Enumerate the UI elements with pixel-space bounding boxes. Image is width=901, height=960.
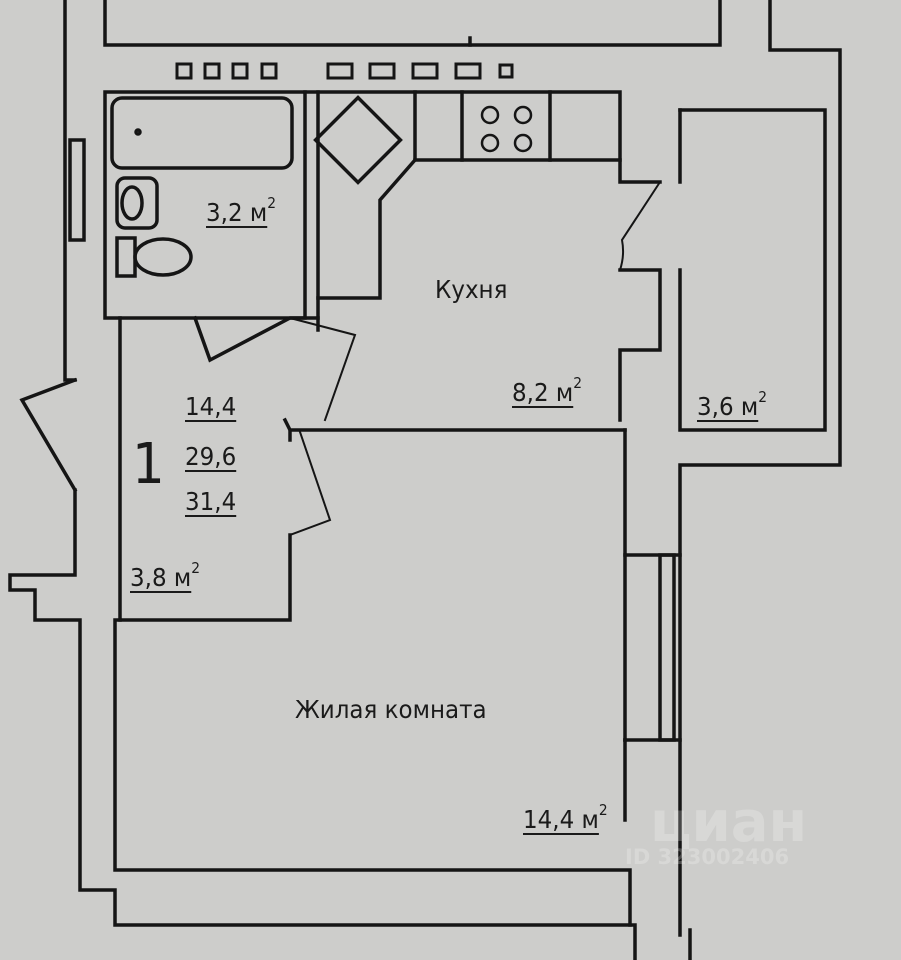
total-area-summary: 29,6 [185, 442, 237, 471]
hallway-area: 3,8 м2 [130, 559, 200, 592]
kitchen-area: 8,2 м2 [512, 374, 582, 407]
hallway-area-value: 3,8 м [130, 563, 192, 592]
bathroom-area-value: 3,2 м [206, 198, 268, 227]
sink-counter-icon [313, 95, 403, 185]
kitchen-walls [303, 90, 662, 184]
wall-right-top [678, 0, 842, 937]
hallway-area-unit-exp: 2 [191, 559, 201, 577]
kitchen-area-unit-exp: 2 [573, 374, 583, 392]
balcony-area-value: 3,6 м [697, 392, 759, 421]
living-room-area-value: 14,4 м [523, 805, 599, 834]
toilet-icon [115, 236, 137, 278]
kitchen-name: Кухня [435, 275, 508, 304]
watermark-brand: циан [650, 790, 808, 855]
living-room-walls [623, 428, 682, 557]
living-room-area-unit-exp: 2 [598, 801, 608, 819]
hallway-walls [118, 316, 292, 622]
total-with-balcony-summary: 31,4 [185, 487, 237, 516]
bathtub-icon [110, 96, 294, 170]
rooms-count: 1 [132, 432, 165, 497]
wall-top [103, 0, 722, 47]
kitchen-area-value: 8,2 м [512, 378, 574, 407]
watermark-id: ID 323002406 [625, 845, 790, 869]
balcony-walls [678, 108, 827, 432]
window-row [175, 62, 514, 80]
sink-icon [115, 176, 159, 230]
bathroom-area-unit-exp: 2 [267, 194, 277, 212]
living-room-area: 14,4 м2 [523, 801, 608, 834]
living-room-name: Жилая комната [295, 695, 487, 724]
balcony-area: 3,6 м2 [697, 388, 767, 421]
bathroom-area: 3,2 м2 [206, 194, 276, 227]
balcony-area-unit-exp: 2 [758, 388, 768, 406]
living-area-summary: 14,4 [185, 392, 237, 421]
stove-icon [480, 105, 533, 153]
bathroom-walls [103, 90, 307, 320]
